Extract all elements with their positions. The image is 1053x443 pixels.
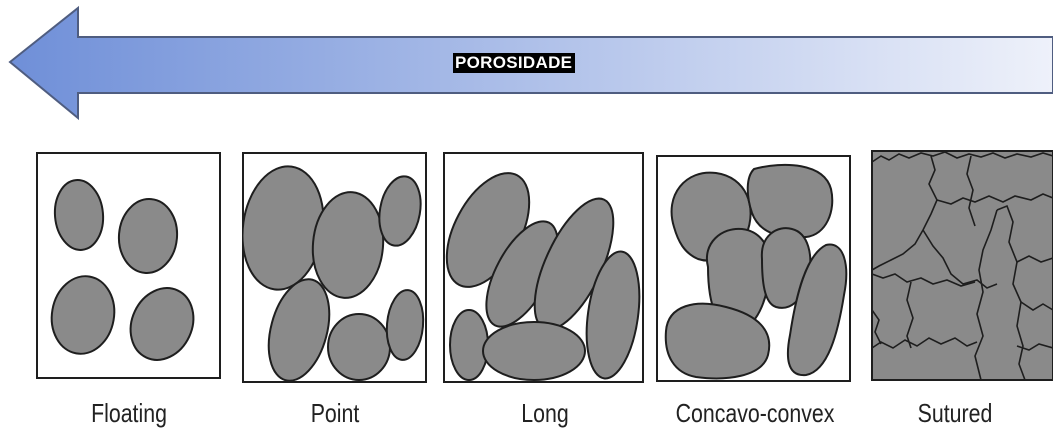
label-sutured: Sutured xyxy=(861,398,1050,429)
porosity-label: POROSIDADE xyxy=(453,53,575,73)
label-long: Long xyxy=(451,398,640,429)
label-point: Point xyxy=(241,398,430,429)
panel-sutured xyxy=(871,150,1053,382)
panel-point xyxy=(242,152,428,384)
label-floating: Floating xyxy=(35,398,224,429)
panel-long xyxy=(443,152,645,384)
panel-floating xyxy=(36,152,222,380)
label-concavo-convex: Concavo-convex xyxy=(661,398,850,429)
panel-concavo-convex xyxy=(656,155,852,383)
